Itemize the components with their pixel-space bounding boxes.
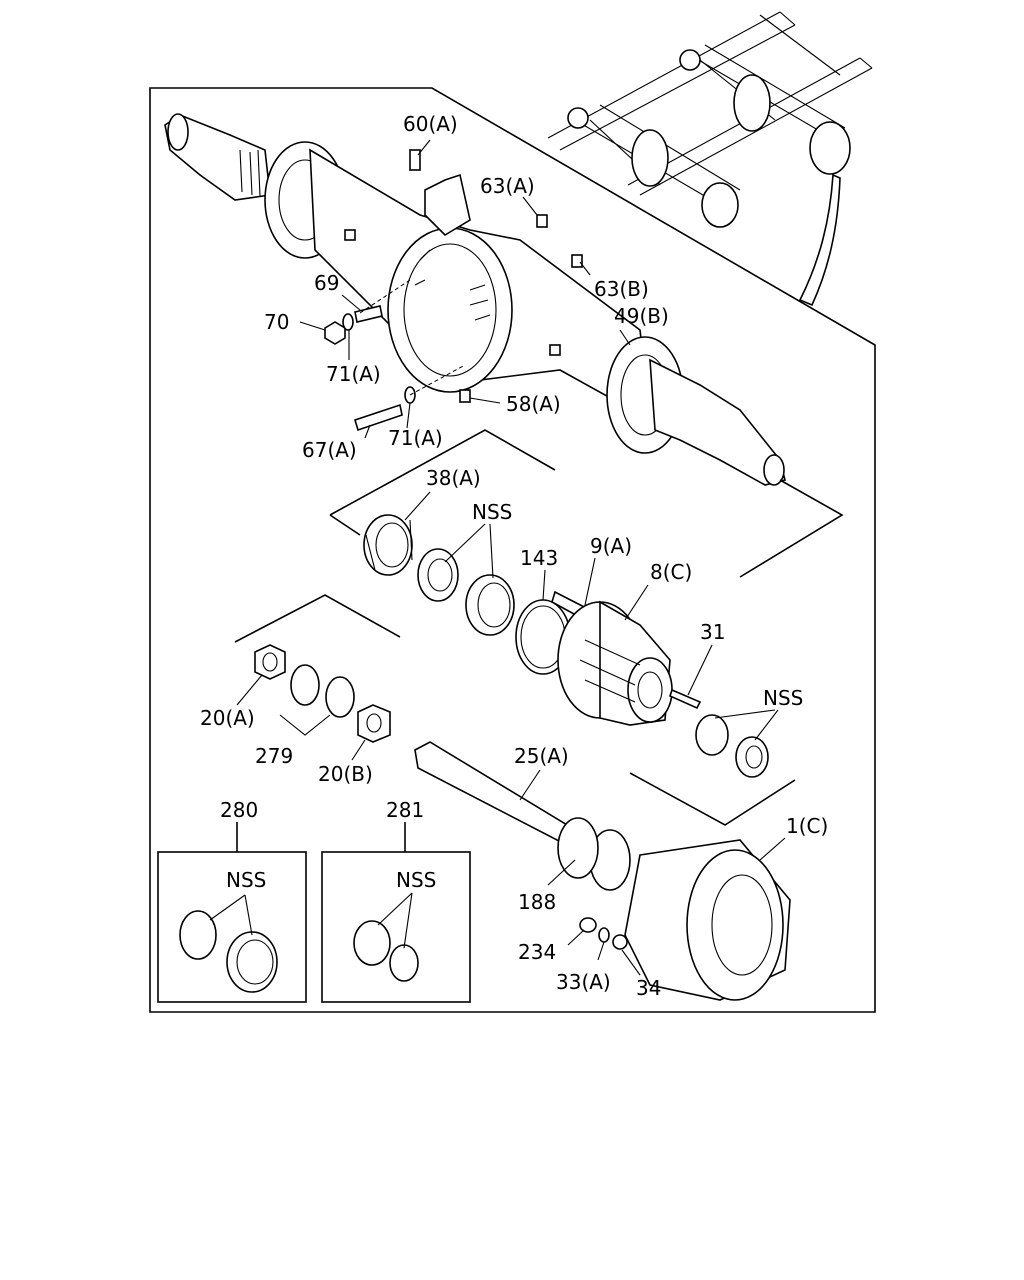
bolt-nut-washer-group [324, 279, 466, 432]
label-143: 143 [520, 546, 558, 570]
bearing-kit-280-parts [179, 910, 278, 993]
label-49b: 49(B) [614, 304, 669, 328]
bearing-group-bracket [329, 429, 844, 578]
label-71a-upper: 71(A) [326, 362, 381, 386]
part-labels: 60(A) 63(A) 63(B) 69 70 71(A) 49(B) 58(A… [200, 112, 828, 1000]
label-8c: 8(C) [650, 560, 692, 584]
label-67a: 67(A) [302, 438, 357, 462]
bearing-kit-281-parts [353, 920, 419, 982]
label-234: 234 [518, 940, 556, 964]
label-63b: 63(B) [594, 277, 649, 301]
nss-bearing-bracket [629, 772, 796, 826]
leader-lines [209, 139, 786, 976]
label-1c: 1(C) [786, 814, 828, 838]
label-281: 281 [386, 798, 424, 822]
label-9a: 9(A) [590, 534, 632, 558]
axle-housing [164, 113, 786, 486]
label-31: 31 [700, 620, 725, 644]
washer-group-bracket [234, 594, 401, 643]
label-nss-outer: NSS [763, 686, 803, 710]
label-20a: 20(A) [200, 706, 255, 730]
label-20b: 20(B) [318, 762, 373, 786]
label-58a: 58(A) [506, 392, 561, 416]
label-25a: 25(A) [514, 744, 569, 768]
bearing-kit-280-box [157, 851, 307, 1003]
label-280: 280 [220, 798, 258, 822]
chassis-overview-inset [547, 11, 873, 307]
bearing-cone-nss [417, 548, 459, 602]
label-nss-281: NSS [396, 868, 436, 892]
bearing-cup-38a [363, 514, 413, 576]
label-279: 279 [255, 744, 293, 768]
wheel-hub-8c [557, 600, 673, 726]
locknut-washer-set [254, 644, 391, 743]
label-33a: 33(A) [556, 970, 611, 994]
label-188: 188 [518, 890, 556, 914]
label-38a: 38(A) [426, 466, 481, 490]
label-34: 34 [636, 976, 661, 1000]
label-nss-inner: NSS [472, 500, 512, 524]
label-60a: 60(A) [403, 112, 458, 136]
outer-bearing-nss [695, 714, 769, 778]
label-nss-280: NSS [226, 868, 266, 892]
diagram-frame [149, 87, 876, 1013]
bearing-kit-281-box [321, 851, 471, 1003]
stud-31 [669, 688, 702, 710]
drum-fastener-set [579, 917, 628, 950]
brake-drum-1c [624, 839, 791, 1001]
bearing-cup-nss [465, 574, 515, 636]
label-70: 70 [264, 310, 289, 334]
label-69: 69 [314, 271, 339, 295]
label-63a: 63(A) [480, 174, 535, 198]
axle-shaft-25a [414, 741, 631, 891]
label-71a-lower: 71(A) [388, 426, 443, 450]
